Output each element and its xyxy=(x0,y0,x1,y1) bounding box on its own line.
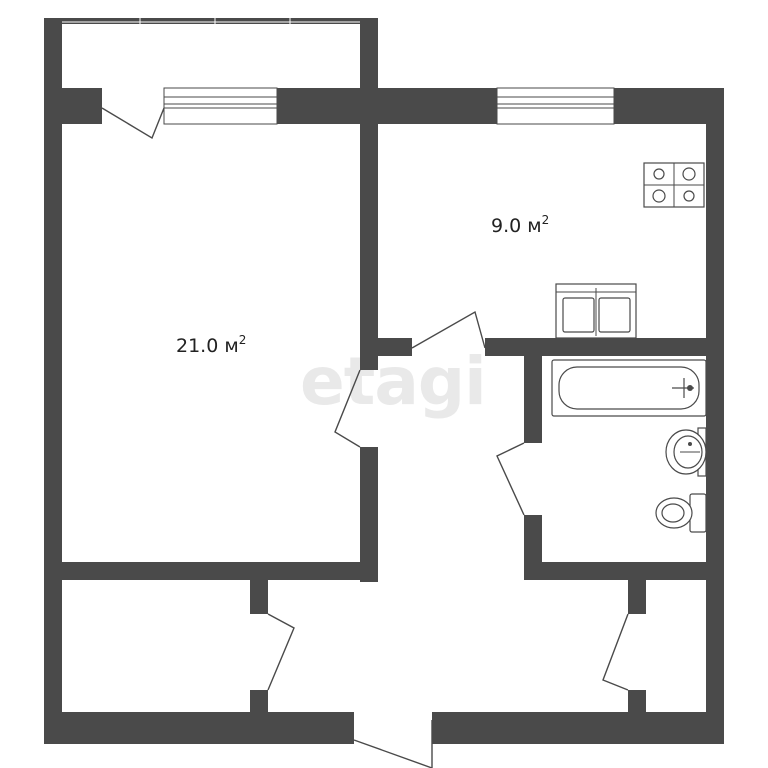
walls xyxy=(44,18,724,744)
wall-bath-bottom xyxy=(524,562,724,580)
door-storage xyxy=(267,613,295,691)
balcony-wall-right xyxy=(360,18,378,90)
living-room-area-label: 21.0 м2 xyxy=(176,333,246,357)
window-balcony xyxy=(62,18,360,24)
wall-bottom-left xyxy=(44,712,354,744)
wall-partition-lower xyxy=(360,447,378,582)
wall-left xyxy=(44,88,62,744)
door-balcony xyxy=(101,107,165,140)
door-bathroom xyxy=(496,442,525,516)
windows xyxy=(62,18,615,125)
toilet-icon xyxy=(655,493,707,533)
kitchen-sink-icon xyxy=(555,283,637,339)
kitchen-area-label: 9.0 м2 xyxy=(491,213,549,237)
wall-top-right xyxy=(614,88,724,124)
wall-post-left-upper xyxy=(250,578,268,614)
wall-partition-upper xyxy=(360,120,378,370)
washbasin-icon xyxy=(665,427,707,477)
wall-living-bottom xyxy=(44,562,378,580)
wall-kitchen-bottom-left xyxy=(360,338,412,356)
doors xyxy=(101,107,629,768)
door-kitchen xyxy=(411,310,486,349)
wall-post-right-upper xyxy=(628,578,646,614)
wall-right xyxy=(706,88,724,744)
door-living-room xyxy=(334,369,361,448)
room-labels: 21.0 м2 9.0 м2 xyxy=(176,213,549,357)
wall-post-right-lower xyxy=(628,690,646,714)
balcony-wall-top xyxy=(44,18,378,24)
wall-kitchen-bottom-right xyxy=(485,338,724,356)
wall-bath-left-upper xyxy=(524,338,542,443)
fixtures xyxy=(551,162,707,533)
wall-post-left-lower xyxy=(250,690,268,714)
wall-top-middle xyxy=(277,88,497,124)
door-entrance xyxy=(353,720,433,768)
stove-icon xyxy=(643,162,705,208)
window-kitchen xyxy=(496,87,615,125)
door-hall-right xyxy=(602,613,629,691)
bathtub-icon xyxy=(551,359,707,417)
balcony-wall-left xyxy=(44,18,62,90)
window-living-room xyxy=(163,87,278,125)
wall-bottom-right xyxy=(432,712,724,744)
